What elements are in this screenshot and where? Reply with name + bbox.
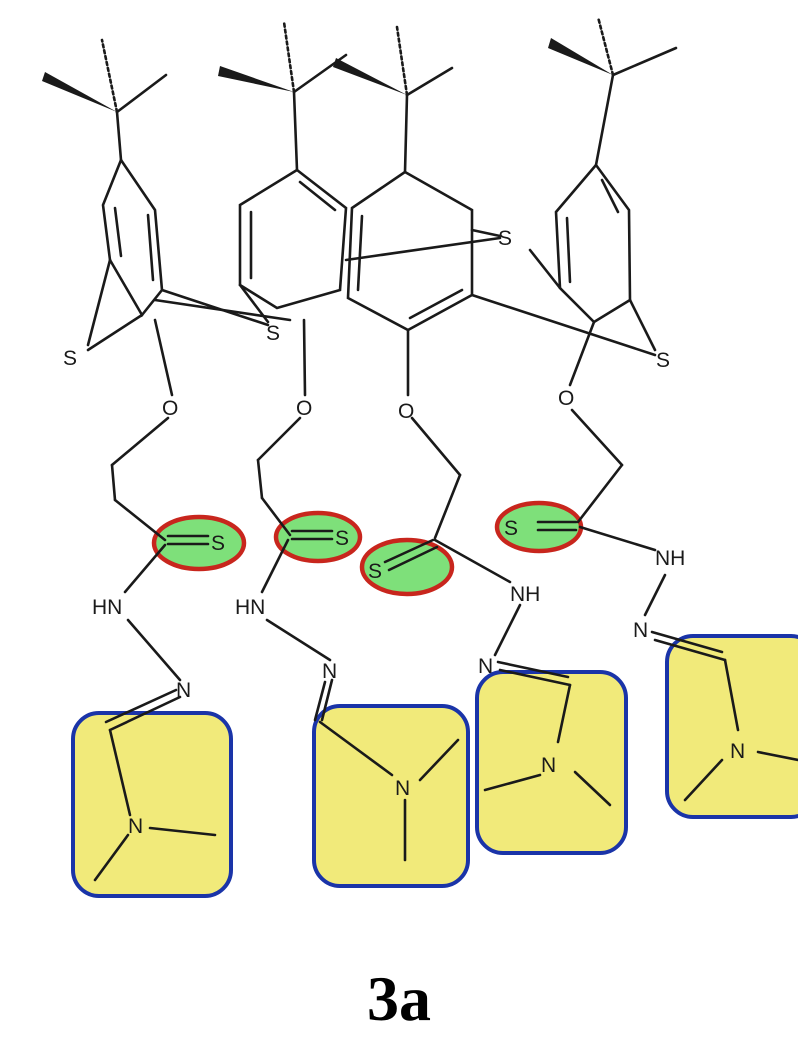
bridge-sulfur-label: S <box>266 322 280 345</box>
thiocarbonyl-sulfur-label: S <box>368 560 382 583</box>
dimethylamino-highlight-1 <box>71 711 233 898</box>
thiocarbonyl-sulfur-label: S <box>504 517 518 540</box>
dimethylamino-nitrogen-label: N <box>395 777 410 800</box>
dimethylamino-highlight-3 <box>475 670 628 855</box>
imine-nitrogen-label: N <box>176 679 191 702</box>
compound-label: 3a <box>367 963 431 1034</box>
hydrazide-nh-label: HN <box>235 596 265 619</box>
dimethylamino-nitrogen-label: N <box>730 740 745 763</box>
imine-nitrogen-label: N <box>322 660 337 683</box>
ether-oxygen-label: O <box>296 397 312 420</box>
thiocarbonyl-sulfur-label: S <box>335 527 349 550</box>
sulfur-bridges <box>86 228 657 357</box>
imine-nitrogen-label: N <box>478 655 493 678</box>
ether-oxygen-label: O <box>398 400 414 423</box>
dimethylamino-nitrogen-label: N <box>541 754 556 777</box>
hydrazide-nh-label: HN <box>92 596 122 619</box>
tert-butyl-groups <box>42 15 678 174</box>
ether-oxygen-label: O <box>162 397 178 420</box>
hydrazide-nh-label: NH <box>655 547 685 570</box>
side-chains <box>93 318 798 882</box>
thiocarbonyl-highlight-2 <box>273 510 363 564</box>
hydrazide-nh-label: NH <box>510 583 540 606</box>
dimethylamino-highlight-2 <box>312 704 470 888</box>
dimethylamino-highlight-4 <box>665 634 798 819</box>
bridge-sulfur-label: S <box>656 349 670 372</box>
ether-oxygen-label: O <box>558 387 574 410</box>
imine-nitrogen-label: N <box>633 619 648 642</box>
bridge-sulfur-label: S <box>63 347 77 370</box>
bridge-sulfur-label: S <box>498 227 512 250</box>
dimethylamino-nitrogen-label: N <box>128 815 143 838</box>
thiocarbonyl-sulfur-label: S <box>211 532 225 555</box>
thiocarbonyl-highlight-3 <box>359 537 455 597</box>
